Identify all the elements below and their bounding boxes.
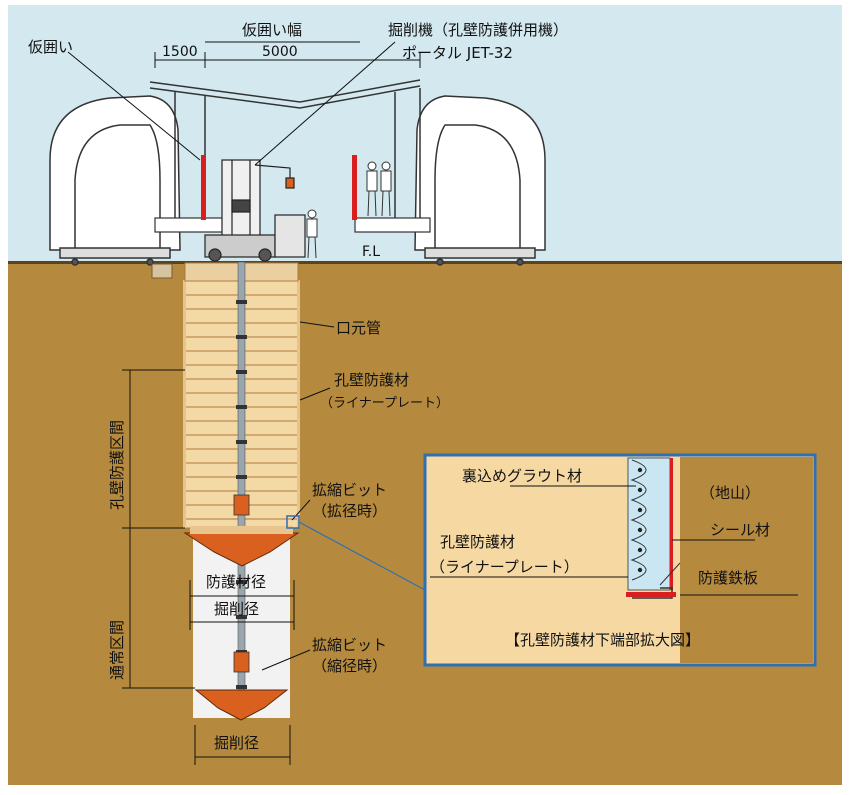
inset-label-liner-2: （ライナープレート） [430,558,579,576]
rod-joint [236,300,247,304]
label-drill-dia-1: 掘削径 [214,600,259,618]
operator-worker [306,209,318,259]
bit-reduced [194,651,289,721]
label-portal: ポータル JET-32 [402,44,513,62]
inset-label-grout: 裏込めグラウト材 [462,467,582,485]
inset-label-seal: シール材 [710,521,770,539]
inset-label-steel-plate: 防護鉄板 [698,569,758,587]
collar-stub [151,263,173,279]
rod-joint [236,440,247,444]
left-crawler-machine [49,95,181,266]
right-crawler-machine [414,95,546,266]
drilling-machine [204,159,306,262]
label-bit-reduced-1: 拡縮ビット [312,636,387,654]
left-platform [154,217,226,233]
bit-expanded [183,494,300,567]
inset-label-ground: （地山） [700,484,760,502]
right-platform [354,217,431,233]
rod-joint [236,615,247,619]
label-dim-1500: 1500 [162,44,198,60]
workers-on-platform [366,161,392,217]
label-collar-pipe: 口元管 [336,319,381,337]
ground-line [8,261,842,264]
label-bit-expanded-2: （拡径時） [312,502,387,520]
leader-lines [67,41,396,671]
label-drill-dia-2: 掘削径 [214,734,259,752]
diameter-dimensions [189,580,295,765]
top-dimensions [154,41,421,68]
rod-joint [236,405,247,409]
label-dim-5000: 5000 [262,44,298,60]
temp-fence-left [201,155,206,220]
label-bit-expanded-1: 拡縮ビット [312,481,387,499]
label-liner-plate: （ライナープレート） [320,396,449,411]
portal-frame [149,79,421,225]
rod-joint [236,580,247,584]
label-temp-fence-width: 仮囲い幅 [242,21,302,39]
rod-joint [236,685,247,689]
temp-fence-right [352,155,357,220]
label-protect-dia: 防護材径 [206,573,266,591]
label-machine: 掘削機（孔壁防護併用機） [388,21,568,39]
inset-label-liner-1: 孔壁防護材 [440,533,515,551]
label-bit-reduced-2: （縮径時） [312,657,387,675]
section-brackets [122,369,195,689]
rod-joint [236,370,247,374]
label-section-protect: 孔壁防護区間 [108,420,126,510]
rod-joint [236,475,247,479]
label-section-normal: 通常区間 [108,620,126,680]
rod-joint [236,335,247,339]
label-fl: F.L [362,244,380,260]
label-liner-material: 孔壁防護材 [334,371,409,389]
label-temp-fence: 仮囲い [28,38,73,56]
inset-detail [423,453,817,667]
inset-connector [298,521,426,591]
inset-caption: 【孔壁防護材下端部拡大図】 [505,631,700,649]
